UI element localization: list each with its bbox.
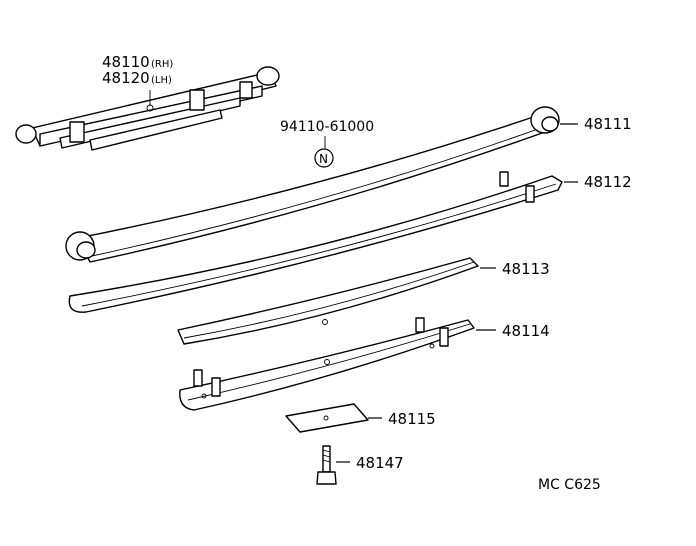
leaf-spring-assembly-thumbnail — [15, 66, 280, 151]
leaf-48111 — [65, 106, 560, 263]
assembly-rh-number: 48110 — [102, 53, 150, 71]
bolt-part-number: 94110-61000 — [280, 119, 374, 135]
assembly-rh-suffix: (RH) — [151, 59, 173, 70]
center-bolt-48147 — [316, 445, 337, 485]
center-bolt-label: 48147 — [356, 454, 404, 472]
leaf-48114 — [179, 317, 475, 411]
leaf-1-label: 48111 — [584, 115, 632, 133]
assembly-lh-number: 48120 — [102, 69, 150, 87]
n-marker-icon — [314, 148, 334, 168]
assembly-lh-suffix: (LH) — [151, 75, 172, 86]
spacer-48115 — [285, 403, 369, 433]
leaf-48113 — [177, 257, 479, 345]
n-marker-letter: N — [319, 152, 328, 166]
leaf-4-label: 48114 — [502, 322, 550, 340]
leaf-48112 — [68, 171, 563, 313]
leaf-3-label: 48113 — [502, 260, 550, 278]
diagram-code: MC C625 — [538, 477, 601, 493]
leaf-2-label: 48112 — [584, 173, 632, 191]
spacer-label: 48115 — [388, 410, 436, 428]
